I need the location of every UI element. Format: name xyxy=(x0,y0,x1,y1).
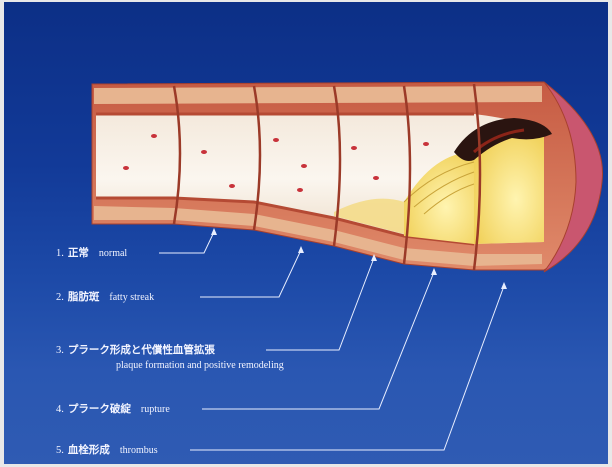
stage-3-en: plaque formation and positive remodeling xyxy=(116,360,284,371)
diagram-canvas: 1. 正常 normal 2. 脂肪斑 fatty streak 3. プラーク形成と代償… xyxy=(4,2,608,464)
stage-4-label: 4. プラーク破綻 rupture xyxy=(56,403,170,416)
stage-2-ja: 脂肪斑 xyxy=(68,291,100,303)
artery-illustration xyxy=(4,2,608,464)
stage-5-number: 5. xyxy=(56,445,64,456)
stage-2-label: 2. 脂肪斑 fatty streak xyxy=(56,291,154,304)
stage-4-en: rupture xyxy=(141,404,170,415)
stage-1-en: normal xyxy=(99,248,127,259)
stage-1-number: 1. xyxy=(56,248,64,259)
stage-5-en: thrombus xyxy=(120,445,158,456)
stage-5-ja: 血栓形成 xyxy=(68,444,110,456)
stage-3-number: 3. xyxy=(56,345,64,356)
stage-4-number: 4. xyxy=(56,404,64,415)
stage-4-ja: プラーク破綻 xyxy=(68,403,131,415)
stage-2-en: fatty streak xyxy=(109,292,154,303)
stage-2-number: 2. xyxy=(56,292,64,303)
stage-3-label: 3. プラーク形成と代償性血管拡張 xyxy=(56,344,219,357)
stage-5-label: 5. 血栓形成 thrombus xyxy=(56,444,158,457)
stage-3-ja: プラーク形成と代償性血管拡張 xyxy=(68,344,215,356)
stage-1-label: 1. 正常 normal xyxy=(56,247,127,260)
stage-1-ja: 正常 xyxy=(68,247,89,259)
